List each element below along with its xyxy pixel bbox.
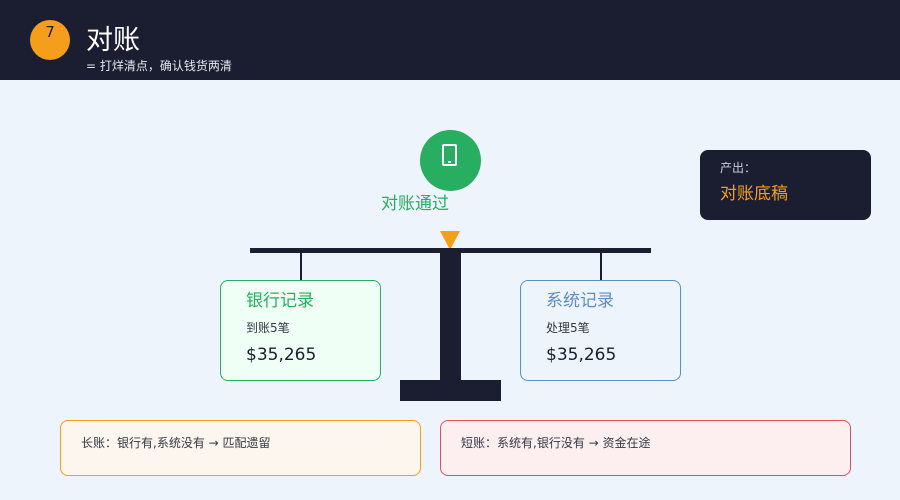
scale-right-hanger xyxy=(600,253,602,280)
bank-record-amount: $35,265 xyxy=(246,345,317,365)
scale-left-hanger xyxy=(300,253,302,280)
long-account-text: 长账：银行有,系统没有 → 匹配遗留 xyxy=(81,436,271,450)
short-account-text: 短账：系统有,银行没有 → 资金在途 xyxy=(461,436,651,450)
output-label: 产出： xyxy=(720,161,757,175)
system-record-title: 系统记录 xyxy=(546,291,614,311)
status-circle xyxy=(420,130,481,191)
scale-stand xyxy=(400,380,501,401)
bank-record-detail: 到账5笔 xyxy=(246,321,290,335)
status-label: 对账通过 xyxy=(381,194,449,214)
short-account-note: 短账：系统有,银行没有 → 资金在途 xyxy=(440,420,851,476)
output-value: 对账底稿 xyxy=(720,184,788,204)
phone-icon xyxy=(442,144,457,166)
output-card: 产出： 对账底稿 xyxy=(700,150,871,220)
page-subtitle: = 打烊清点，确认钱货两清 xyxy=(86,59,232,73)
scale-post xyxy=(440,251,461,381)
system-record-card: 系统记录 处理5笔 $35,265 xyxy=(520,280,681,381)
page-title: 对账 xyxy=(86,25,140,56)
system-record-amount: $35,265 xyxy=(546,345,617,365)
system-record-detail: 处理5笔 xyxy=(546,321,590,335)
bank-record-card: 银行记录 到账5笔 $35,265 xyxy=(220,280,381,381)
scale-beam xyxy=(250,248,651,253)
step-badge: 7 xyxy=(30,20,70,60)
header-bar: 7 对账 = 打烊清点，确认钱货两清 xyxy=(0,0,900,80)
balance-pointer-icon xyxy=(440,231,460,250)
long-account-note: 长账：银行有,系统没有 → 匹配遗留 xyxy=(60,420,421,476)
bank-record-title: 银行记录 xyxy=(246,291,314,311)
